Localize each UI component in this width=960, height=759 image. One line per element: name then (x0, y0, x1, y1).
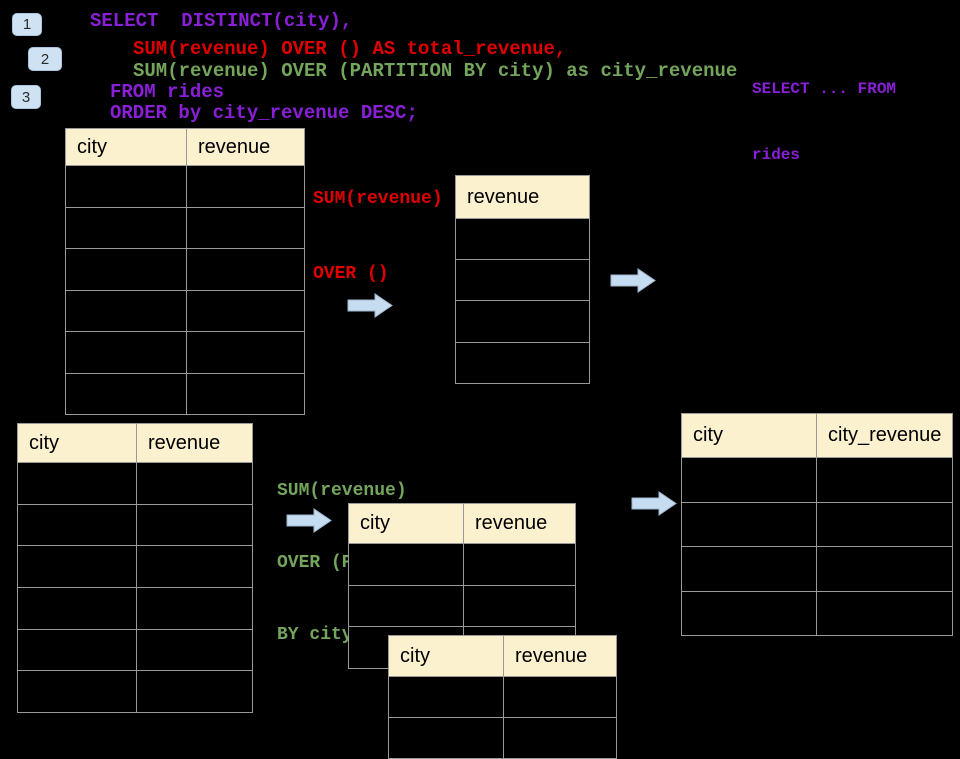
empty-cell (349, 585, 464, 628)
empty-cell (456, 260, 590, 302)
label-partition-line-1: SUM(revenue) (277, 481, 407, 501)
empty-cell (137, 671, 253, 714)
column-header: revenue (504, 636, 617, 677)
arrow-right-icon (347, 293, 393, 318)
empty-cell (18, 629, 137, 672)
column-header: city (389, 636, 504, 677)
arrow-right-icon (286, 508, 332, 533)
empty-cell (817, 547, 953, 592)
table-total-revenue-result: revenue (455, 175, 590, 384)
empty-cell (137, 588, 253, 630)
sql-line-sum-over: SUM(revenue) OVER () AS total_revenue, (133, 38, 567, 60)
empty-cell (137, 546, 253, 589)
empty-cell (137, 629, 253, 672)
column-header: revenue (187, 129, 305, 166)
column-header: revenue (137, 424, 253, 463)
empty-cell (66, 166, 187, 208)
column-header: city (18, 424, 137, 463)
label-total-revenue-line-2: OVER () (313, 264, 389, 284)
empty-cell (187, 332, 305, 374)
empty-cell (817, 502, 953, 547)
step-badge-1: 1 (12, 13, 42, 36)
empty-cell (187, 166, 305, 208)
empty-cell (817, 458, 953, 503)
empty-cell (187, 249, 305, 291)
empty-cell (66, 290, 187, 332)
empty-cell (817, 591, 953, 636)
empty-cell (66, 207, 187, 249)
column-header: city (349, 504, 464, 544)
label-total-revenue: SUM(revenue) OVER () (313, 137, 443, 312)
empty-cell (682, 547, 817, 592)
empty-cell (349, 544, 464, 586)
empty-cell (504, 677, 617, 718)
empty-cell (389, 718, 504, 759)
side-note-line-1: SELECT ... FROM (752, 80, 897, 98)
sql-line-from: FROM rides (110, 81, 225, 103)
empty-cell (137, 463, 253, 505)
empty-cell (456, 219, 590, 261)
column-header: city (66, 129, 187, 166)
empty-cell (456, 342, 590, 384)
empty-cell (18, 588, 137, 630)
sql-line-sum-partition: SUM(revenue) OVER (PARTITION BY city) as… (133, 60, 738, 82)
empty-cell (682, 458, 817, 503)
empty-cell (187, 207, 305, 249)
label-total-revenue-line-1: SUM(revenue) (313, 189, 443, 209)
column-header: city (682, 414, 817, 458)
empty-cell (456, 301, 590, 343)
column-header: revenue (456, 176, 590, 219)
arrow-right-icon (610, 268, 656, 293)
step-badge-3: 3 (11, 85, 41, 109)
sql-line-select: SELECT DISTINCT(city), (90, 10, 353, 32)
empty-cell (66, 249, 187, 291)
sql-line-order: ORDER by city_revenue DESC; (110, 102, 418, 124)
empty-cell (187, 290, 305, 332)
step-badge-2: 2 (28, 47, 62, 71)
empty-cell (18, 546, 137, 589)
empty-cell (18, 504, 137, 547)
empty-cell (66, 373, 187, 415)
empty-cell (464, 585, 576, 628)
slide-canvas: { "colors": { "background": "#000000", "… (11, 10, 953, 759)
empty-cell (137, 504, 253, 547)
empty-cell (682, 502, 817, 547)
empty-cell (389, 677, 504, 718)
empty-cell (187, 373, 305, 415)
side-note-line-2: rides (752, 146, 801, 164)
column-header: city_revenue (817, 414, 953, 458)
empty-cell (66, 332, 187, 374)
empty-cell (464, 544, 576, 586)
arrow-right-icon (631, 491, 677, 516)
empty-cell (18, 671, 137, 714)
empty-cell (504, 718, 617, 759)
empty-cell (18, 463, 137, 505)
side-note: SELECT ... FROM rides (752, 34, 896, 188)
column-header: revenue (464, 504, 576, 544)
empty-cell (682, 591, 817, 636)
